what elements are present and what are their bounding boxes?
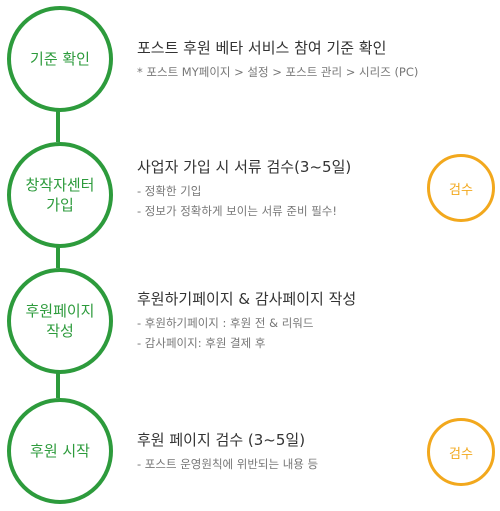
connector-line-3 bbox=[56, 370, 60, 398]
step-circle-creator-signup: 창작자센터 가입 bbox=[7, 142, 113, 248]
step-note: - 포스트 운영원칙에 위반되는 내용 등 bbox=[137, 457, 319, 471]
review-badge: 검수 bbox=[427, 154, 495, 222]
connector-line-2 bbox=[56, 244, 60, 268]
step-note: - 정확한 기입 bbox=[137, 184, 202, 198]
review-badge: 검수 bbox=[427, 418, 495, 486]
step-content-creator-signup: 사업자 가입 시 서류 검수(3~5일) - 정확한 기입 - 정보가 정확하게… bbox=[137, 157, 437, 221]
step-title: 후원하기페이지 & 감사페이지 작성 bbox=[137, 290, 357, 308]
step-circle-page-write: 후원페이지 작성 bbox=[7, 268, 113, 374]
step-content-page-write: 후원하기페이지 & 감사페이지 작성 - 후원하기페이지 : 후원 전 & 리워… bbox=[137, 289, 437, 353]
step-content-support-start: 후원 페이지 검수 (3~5일) - 포스트 운영원칙에 위반되는 내용 등 bbox=[137, 430, 437, 474]
step-title: 사업자 가입 시 서류 검수(3~5일) bbox=[137, 158, 352, 176]
step-note: - 후원하기페이지 : 후원 전 & 리워드 bbox=[137, 316, 314, 330]
connector-line-1 bbox=[56, 108, 60, 142]
step-content-criteria: 포스트 후원 베타 서비스 참여 기준 확인 * 포스트 MY페이지 > 설정 … bbox=[137, 38, 437, 82]
step-note: - 감사페이지: 후원 결제 후 bbox=[137, 336, 266, 350]
step-note: * 포스트 MY페이지 > 설정 > 포스트 관리 > 시리즈 (PC) bbox=[137, 65, 419, 79]
step-note: - 정보가 정확하게 보이는 서류 준비 필수! bbox=[137, 204, 337, 218]
step-title: 포스트 후원 베타 서비스 참여 기준 확인 bbox=[137, 39, 387, 57]
step-circle-support-start: 후원 시작 bbox=[7, 398, 113, 504]
step-circle-criteria: 기준 확인 bbox=[7, 6, 113, 112]
step-title: 후원 페이지 검수 (3~5일) bbox=[137, 431, 306, 449]
